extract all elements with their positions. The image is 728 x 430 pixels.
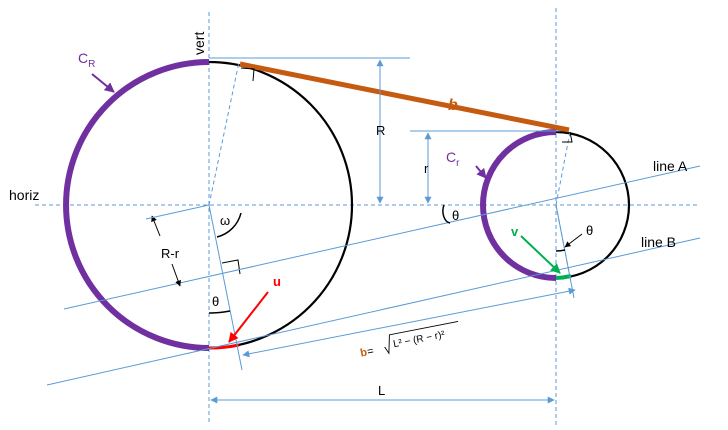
R-label: R	[376, 123, 385, 138]
L-label: L	[378, 383, 385, 398]
u-arc-segment	[208, 343, 240, 350]
v-label: v	[511, 224, 519, 239]
c-big-label: CR	[78, 50, 95, 70]
omega-label: ω	[220, 213, 230, 228]
vert-label: vert	[191, 32, 207, 55]
r-label: r	[424, 161, 429, 176]
right-angle-mark-small	[562, 131, 573, 143]
theta-big-angle-arc	[208, 310, 231, 314]
c-small-pointer-arrow	[475, 165, 487, 179]
small-circle-wrap-arc	[480, 129, 557, 281]
radius-to-top-tangent	[208, 61, 240, 206]
theta-horiz-angle-arc	[442, 204, 451, 224]
theta-small-angle-arc	[555, 249, 566, 252]
b-dimension-arrow	[242, 287, 576, 358]
r-minus-r-arrow-down	[171, 263, 181, 287]
r-minus-r-arrow-up	[151, 215, 161, 237]
sqrt-radical-icon	[384, 321, 459, 355]
horiz-label: horiz	[9, 187, 39, 203]
small-radius-to-line-b	[555, 204, 575, 299]
r-minus-r-extension	[145, 204, 210, 220]
line-b-label: line B	[641, 234, 676, 250]
b-formula: b = L² − (R − r)²	[359, 321, 459, 360]
r-minus-r-label: R-r	[161, 246, 180, 261]
theta-small-pointer-arrow	[564, 233, 583, 248]
line-b	[46, 237, 701, 386]
v-arc-segment	[555, 274, 572, 280]
b-top-label: b	[448, 97, 458, 114]
line-a-label: line A	[653, 158, 688, 174]
belt-segment-b	[239, 61, 570, 133]
c-small-label: Cr	[446, 149, 460, 169]
theta-big-circle-label: θ	[212, 294, 219, 309]
svg-text:b: b	[359, 346, 368, 359]
theta-horiz-label: θ	[452, 208, 459, 223]
u-label: u	[273, 274, 281, 289]
theta-small-circle-label: θ	[586, 223, 593, 238]
omega-angle-arc	[216, 212, 242, 238]
right-angle-mark-top	[240, 67, 255, 82]
small-radius-to-top-tangent	[555, 131, 571, 206]
v-pointer-arrow	[520, 235, 561, 274]
big-circle-wrap-arc	[63, 59, 210, 351]
c-big-pointer-arrow	[91, 73, 115, 93]
u-pointer-arrow	[228, 291, 269, 343]
line-a	[63, 165, 701, 310]
svg-text:=: =	[366, 345, 375, 358]
